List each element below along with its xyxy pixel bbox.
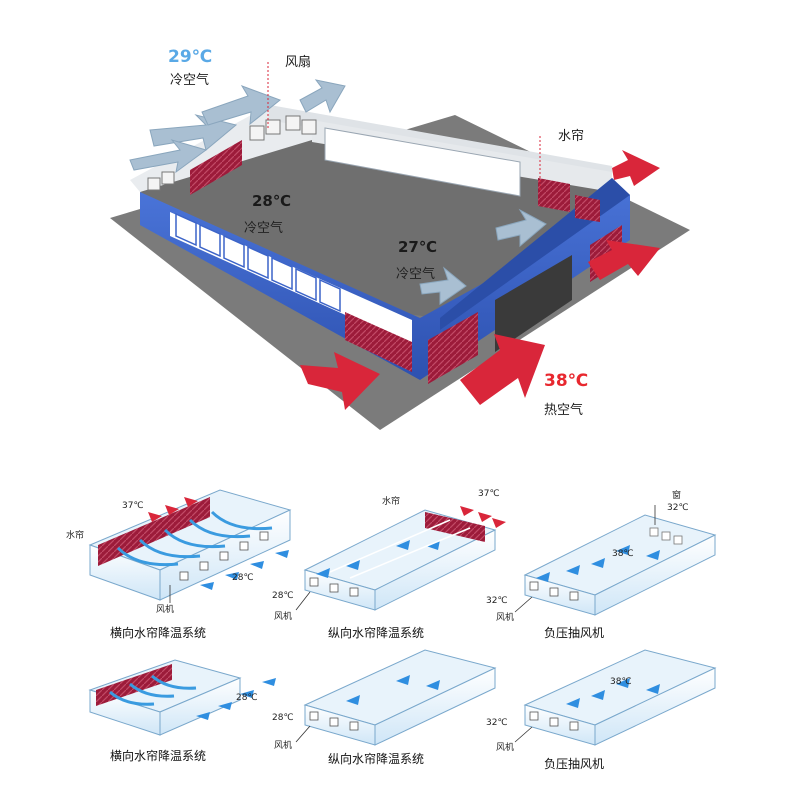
inside-right-label: 冷空气 — [396, 266, 435, 282]
panel-longitudinal-2: 28℃ 风机 纵向水帘降温系统 — [272, 650, 495, 766]
panel-negative-pressure-2: 38℃ 32℃ 风机 负压抽风机 — [486, 650, 715, 771]
caption: 纵向水帘降温系统 — [328, 625, 424, 640]
curtain-label: 水帘 — [558, 128, 584, 144]
curtain-label: 水帘 — [382, 495, 400, 507]
hot-temp: 37℃ — [478, 489, 500, 499]
panel-transverse-2: 28℃ 横向水帘降温系统 — [90, 660, 276, 763]
cold-temp: 28℃ — [236, 693, 258, 703]
panel-negative-pressure-1: 窗 32℃ 38℃ 32℃ 风机 负压抽风机 — [486, 489, 715, 640]
caption: 纵向水帘降温系统 — [328, 751, 424, 766]
cold-temp: 28℃ — [232, 573, 254, 583]
caption: 横向水帘降温系统 — [110, 748, 206, 763]
panel-longitudinal-1: 水帘 37℃ 28℃ 风机 纵向水帘降温系统 — [272, 489, 506, 640]
inside-left-temp: 28℃ — [252, 192, 291, 210]
fan-label: 风机 — [496, 741, 514, 753]
inside-left-label: 冷空气 — [244, 220, 283, 236]
caption: 负压抽风机 — [544, 626, 604, 640]
inside-temp: 38℃ — [610, 677, 632, 687]
panel-transverse-1: 37℃ 水帘 28℃ 风机 横向水帘降温系统 — [66, 490, 290, 640]
window-temp: 32℃ — [667, 503, 689, 513]
fan-label: 风扇 — [285, 54, 311, 70]
outside-cold-label: 冷空气 — [170, 72, 209, 88]
curtain-label: 水帘 — [66, 529, 84, 541]
cold-temp: 32℃ — [486, 718, 508, 728]
window-label: 窗 — [672, 489, 681, 501]
cold-temp: 28℃ — [272, 713, 294, 723]
cold-temp: 32℃ — [486, 596, 508, 606]
inside-temp: 38℃ — [612, 549, 634, 559]
hot-temp: 37℃ — [122, 501, 144, 511]
cold-temp: 28℃ — [272, 591, 294, 601]
inside-right-temp: 27℃ — [398, 238, 437, 256]
fan-label: 风机 — [496, 611, 514, 623]
outside-hot-label: 热空气 — [544, 402, 583, 418]
caption: 横向水帘降温系统 — [110, 625, 206, 640]
outside-hot-temp: 38℃ — [544, 371, 588, 391]
fan-label: 风机 — [156, 603, 174, 615]
caption: 负压抽风机 — [544, 757, 604, 771]
outside-cold-temp: 29℃ — [168, 47, 212, 67]
fan-label: 风机 — [274, 739, 292, 751]
fan-label: 风机 — [274, 610, 292, 622]
